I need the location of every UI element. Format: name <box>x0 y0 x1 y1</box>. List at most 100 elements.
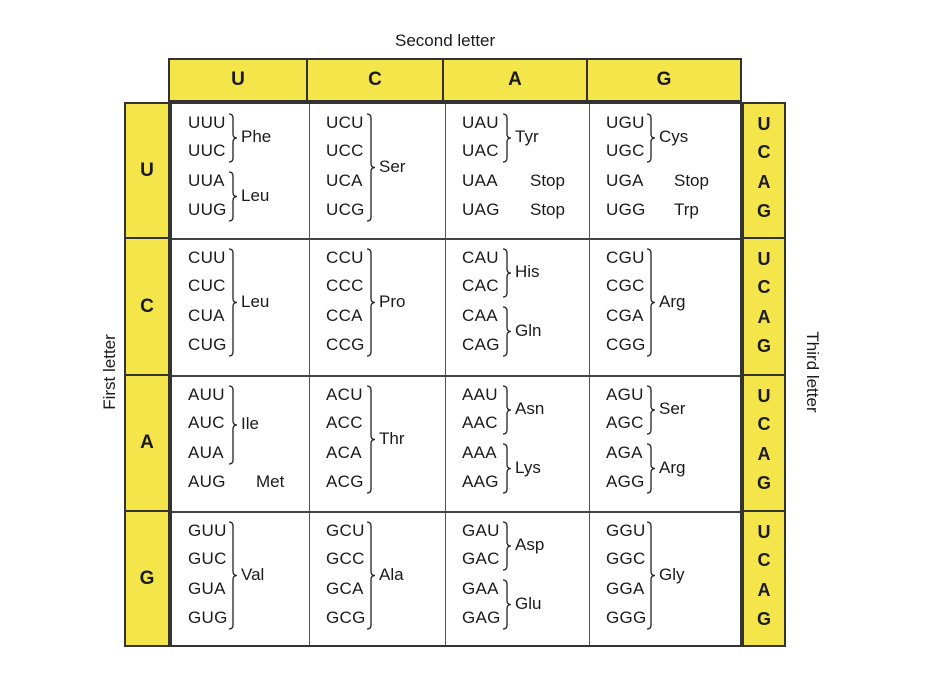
amino-acid-label: Trp <box>674 200 699 219</box>
brace-icon <box>502 579 512 635</box>
brace-icon <box>646 443 656 499</box>
second-letter-u: U <box>170 60 308 100</box>
row-divider <box>172 511 740 513</box>
brace-icon <box>502 248 512 303</box>
amino-acid-label: Ser <box>659 399 686 418</box>
codon-cag: CAG <box>462 335 500 354</box>
brace-icon <box>502 306 512 362</box>
third-letter-a: A <box>757 307 771 327</box>
amino-acid-label: Stop <box>530 200 565 219</box>
codon-aug: AUG <box>188 472 226 491</box>
first-letter-g: G <box>139 567 155 589</box>
third-letter-c: C <box>757 277 771 297</box>
second-letter-c: C <box>308 60 444 100</box>
codon-acu: ACU <box>326 385 363 404</box>
codon-aua: AUA <box>188 443 224 462</box>
brace-icon <box>502 385 512 440</box>
amino-acid-label: Ala <box>379 564 404 584</box>
codon-aac: AAC <box>462 413 498 432</box>
brace-icon <box>502 113 512 168</box>
codon-ggc: GGC <box>606 549 646 568</box>
codon-auu: AUU <box>188 385 225 404</box>
codon-cgg: CGG <box>606 335 646 354</box>
amino-acid-label: Thr <box>379 428 405 448</box>
codon-gua: GUA <box>188 579 226 598</box>
second-letter-g: G <box>656 69 672 90</box>
second-letter-header-row: U C A G <box>168 58 742 102</box>
amino-acid-label: Arg <box>659 291 686 311</box>
codon-gac: GAC <box>462 549 500 568</box>
codon-ccu: CCU <box>326 248 364 267</box>
third-letter-g: G <box>756 201 771 221</box>
third-letter-a: A <box>757 580 771 600</box>
amino-acid-label: His <box>515 262 540 281</box>
amino-acid-label: Stop <box>674 171 709 190</box>
codon-gcc: GCC <box>326 549 365 568</box>
amino-acid-label: Leu <box>241 185 270 205</box>
brace-icon <box>366 385 376 499</box>
codon-ugc: UGC <box>606 141 645 160</box>
codon-aaa: AAA <box>462 443 497 462</box>
codon-gca: GCA <box>326 579 364 598</box>
brace-icon <box>366 521 376 635</box>
amino-acid-label: Pro <box>379 291 406 311</box>
codon-cgu: CGU <box>606 248 645 267</box>
codon-acc: ACC <box>326 413 363 432</box>
codon-aca: ACA <box>326 443 362 462</box>
first-letter-title: First letter <box>100 334 119 410</box>
codon-cuu: CUU <box>188 248 226 267</box>
codon-cca: CCA <box>326 306 363 325</box>
codon-cga: CGA <box>606 306 644 325</box>
codon-gug: GUG <box>188 608 228 627</box>
column-divider <box>445 104 446 645</box>
brace-icon <box>228 385 238 470</box>
codon-cau: CAU <box>462 248 499 267</box>
codon-uga: UGA <box>606 171 644 190</box>
column-divider <box>589 104 590 645</box>
codon-uca: UCA <box>326 171 363 190</box>
codon-uau: UAU <box>462 113 499 132</box>
amino-acid-label: Stop <box>530 171 565 190</box>
amino-acid-label: Asn <box>515 399 545 418</box>
codon-uua: UUA <box>188 171 225 190</box>
first-letter-u: U <box>126 104 168 239</box>
third-letter-g: G <box>756 336 771 356</box>
amino-acid-label: Gln <box>515 320 542 340</box>
codon-uug: UUG <box>188 200 227 219</box>
codon-cac: CAC <box>462 276 499 295</box>
codon-cug: CUG <box>188 335 227 354</box>
third-letter-g: G <box>756 609 771 629</box>
brace-icon <box>646 521 656 635</box>
codon-gcg: GCG <box>326 608 366 627</box>
brace-icon <box>502 521 512 576</box>
codon-ccg: CCG <box>326 335 365 354</box>
codon-gau: GAU <box>462 521 500 540</box>
third-letter-g: G <box>756 473 771 493</box>
codon-guc: GUC <box>188 549 227 568</box>
codon-ggg: GGG <box>606 608 647 627</box>
amino-acid-label: Leu <box>241 291 270 311</box>
codon-cua: CUA <box>188 306 225 325</box>
codon-ugg: UGG <box>606 200 646 219</box>
brace-icon <box>502 443 512 499</box>
row-divider <box>172 238 740 240</box>
amino-acid-label: Ser <box>379 156 406 176</box>
codon-ugu: UGU <box>606 113 645 132</box>
brace-icon <box>366 113 376 227</box>
codon-aau: AAU <box>462 385 498 404</box>
amino-acid-label: Asp <box>515 535 545 554</box>
amino-acid-label: Lys <box>515 457 541 477</box>
amino-acid-label: Val <box>241 564 265 584</box>
amino-acid-label: Phe <box>241 127 272 146</box>
codon-gcu: GCU <box>326 521 365 540</box>
codon-uaa: UAA <box>462 171 498 190</box>
codon-ggu: GGU <box>606 521 646 540</box>
codon-guu: GUU <box>188 521 227 540</box>
amino-acid-label: Arg <box>659 457 686 477</box>
third-letter-title: Third letter <box>803 331 822 413</box>
